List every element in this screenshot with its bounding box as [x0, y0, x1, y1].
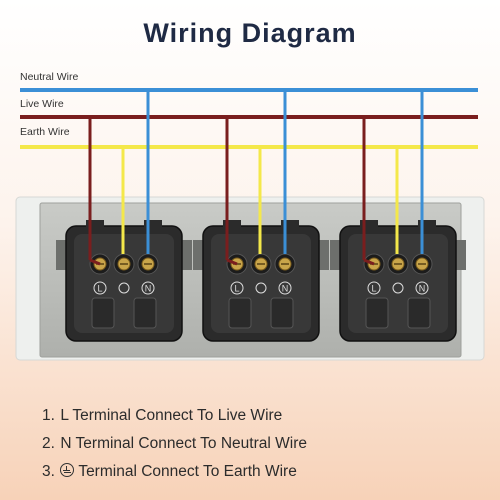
socket-lug [418, 220, 436, 230]
neutral-terminal-label: N [145, 284, 152, 294]
socket-lug [281, 220, 299, 230]
neutral-terminal-label: N [419, 284, 426, 294]
earth-wire-label: Earth Wire [20, 126, 70, 138]
drop-wires [88, 90, 424, 266]
page-title: Wiring Diagram [143, 18, 357, 48]
contact-housing [91, 297, 115, 329]
earth-terminal-badge [118, 282, 130, 294]
instruction-step-2: 2. N Terminal Connect To Neutral Wire [42, 435, 307, 452]
earth-terminal-badge [392, 282, 404, 294]
instruction-step-1: 1. L Terminal Connect To Live Wire [42, 407, 283, 424]
mount-clip [319, 240, 329, 270]
live-terminal-badge [93, 281, 107, 295]
contact-housing [365, 297, 389, 329]
live-terminal-label: L [371, 284, 376, 294]
live-terminal-badge [230, 281, 244, 295]
earth-terminal-badge [255, 282, 267, 294]
socket-lug [223, 220, 241, 230]
contact-housing [228, 297, 252, 329]
mount-clip [56, 240, 66, 270]
earth-ground-icon [60, 463, 75, 477]
neutral-wire-label: Neutral Wire [20, 71, 79, 83]
neutral-terminal-badge [278, 281, 292, 295]
instruction-step-3: 3. Terminal Connect To Earth Wire [42, 463, 297, 480]
live-drop-wire-end [363, 258, 375, 266]
socket-lug [144, 220, 162, 230]
mount-clip [330, 240, 340, 270]
socket-lug [86, 220, 104, 230]
neutral-terminal-label: N [282, 284, 289, 294]
live-terminal-label: L [234, 284, 239, 294]
contact-housing [133, 297, 157, 329]
live-terminal-label: L [97, 284, 102, 294]
live-drop-wire-end [226, 258, 238, 266]
neutral-terminal-badge [415, 281, 429, 295]
bus-wires [20, 88, 478, 149]
socket-lug [360, 220, 378, 230]
mount-clip [193, 240, 203, 270]
contact-housing [407, 297, 431, 329]
live-terminal-badge [367, 281, 381, 295]
neutral-terminal-badge [141, 281, 155, 295]
live-wire-label: Live Wire [20, 98, 64, 110]
instruction-list: 1. L Terminal Connect To Live Wire 2. N … [42, 402, 307, 486]
live-drop-wire-end [89, 258, 101, 266]
mount-clip [456, 240, 466, 270]
mount-clip [182, 240, 192, 270]
contact-housing [270, 297, 294, 329]
